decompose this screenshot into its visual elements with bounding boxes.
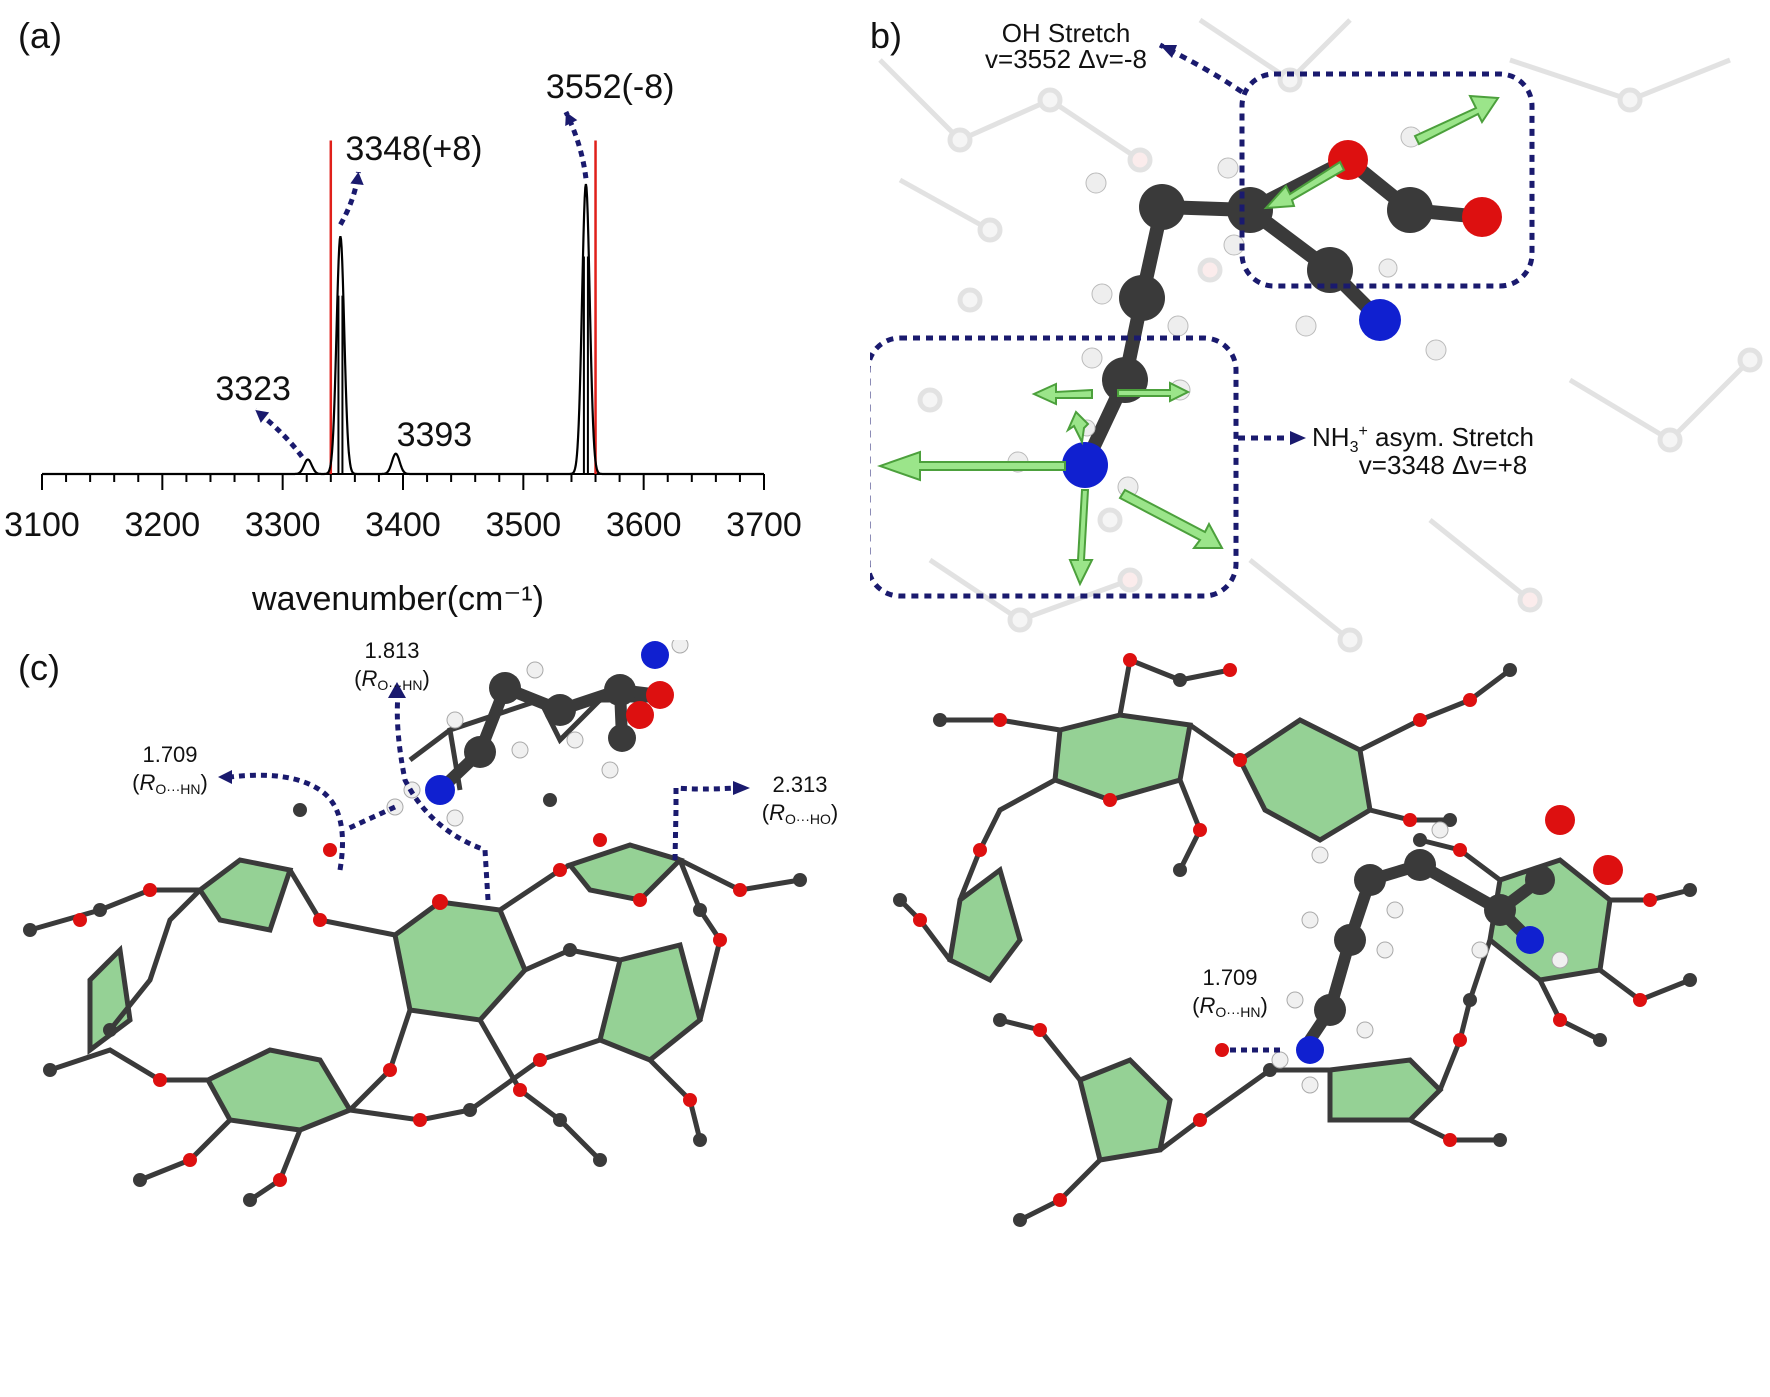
panel-b-label: (b) — [870, 15, 902, 56]
oh-callout-arrowhead — [1160, 45, 1177, 58]
nh-stretch-values: v=3348 Δv=+8 — [1359, 450, 1527, 480]
oh-stretch-values: v=3552 Δv=-8 — [985, 44, 1147, 74]
left-hbond-lines — [229, 694, 736, 901]
peak-annotation: 3348(+8) — [345, 130, 482, 168]
right-complex: 1.709 (RO···HN) — [893, 653, 1697, 1227]
right-carbon-atoms — [893, 663, 1697, 1227]
left-distance-1-label: (RO···HN) — [354, 666, 430, 693]
nh-stretch-title: NH3+ asym. Stretch — [1312, 422, 1534, 456]
left-carbon-atoms — [23, 793, 807, 1207]
x-tick-label: 3600 — [606, 506, 682, 544]
x-tick-label: 3500 — [486, 506, 562, 544]
x-tick-label: 3700 — [726, 506, 802, 544]
spectrum-line — [42, 183, 764, 476]
panel-c-label: (c) — [18, 647, 60, 688]
peak-annotation: 3393 — [397, 416, 473, 454]
left-distance-2-label: (RO···HN) — [132, 770, 208, 797]
left-distance-2-value: 1.709 — [142, 742, 197, 767]
left-distance-3-value: 2.313 — [772, 772, 827, 797]
x-tick-label: 3300 — [245, 506, 321, 544]
x-tick-label: 3400 — [365, 506, 441, 544]
x-tick-label: 3200 — [125, 506, 201, 544]
spectrum-plot: 3100 3200 3300 3400 3500 3600 3700 3552(-8) 3348… — [4, 68, 802, 544]
left-guest-atoms — [386, 640, 689, 827]
annotation-arrowhead — [255, 410, 270, 423]
right-hbond-oxygen — [1215, 1043, 1229, 1057]
left-distance-3-label: (RO···HO) — [762, 800, 838, 827]
left-distance-1-value: 1.813 — [364, 640, 419, 663]
right-distance-label: (RO···HN) — [1192, 993, 1268, 1020]
annotation-arrowhead — [565, 112, 578, 126]
left-complex: 1.813 (RO···HN) 1.709 (RO···HN) 2.313 (R… — [23, 640, 838, 1207]
vibration-arrows — [876, 94, 1500, 587]
panel-a: (a) 3100 3200 3300 3400 3500 3600 3700 3552(-8)… — [4, 15, 802, 618]
left-hbond-arrowheads — [218, 682, 750, 795]
panel-a-label: (a) — [18, 15, 62, 56]
peak-annotation: 3323 — [215, 370, 291, 408]
left-oxygen-atoms — [73, 833, 747, 1187]
annotation-arrow — [563, 110, 589, 179]
right-oxygen-atoms — [913, 653, 1657, 1207]
right-glucose-rings — [947, 712, 1613, 1163]
annotation-arrowhead — [350, 172, 364, 185]
panel-b: (b) — [870, 15, 1763, 653]
oh-stretch-title: OH Stretch — [1002, 18, 1131, 48]
panel-c: (c) — [18, 640, 1697, 1227]
oh-highlight-box — [1239, 71, 1535, 289]
annotation-arrow — [338, 171, 361, 226]
right-guest-atoms — [1271, 805, 1623, 1094]
background-lattice — [878, 17, 1763, 653]
peak-annotation: 3552(-8) — [546, 68, 675, 106]
molecule-atoms — [1007, 126, 1502, 498]
x-tick-label: 3100 — [4, 506, 80, 544]
x-axis-label: wavenumber(cm⁻¹) — [251, 580, 544, 618]
right-distance-value: 1.709 — [1202, 965, 1257, 990]
nh-callout-arrowhead — [1290, 431, 1306, 445]
